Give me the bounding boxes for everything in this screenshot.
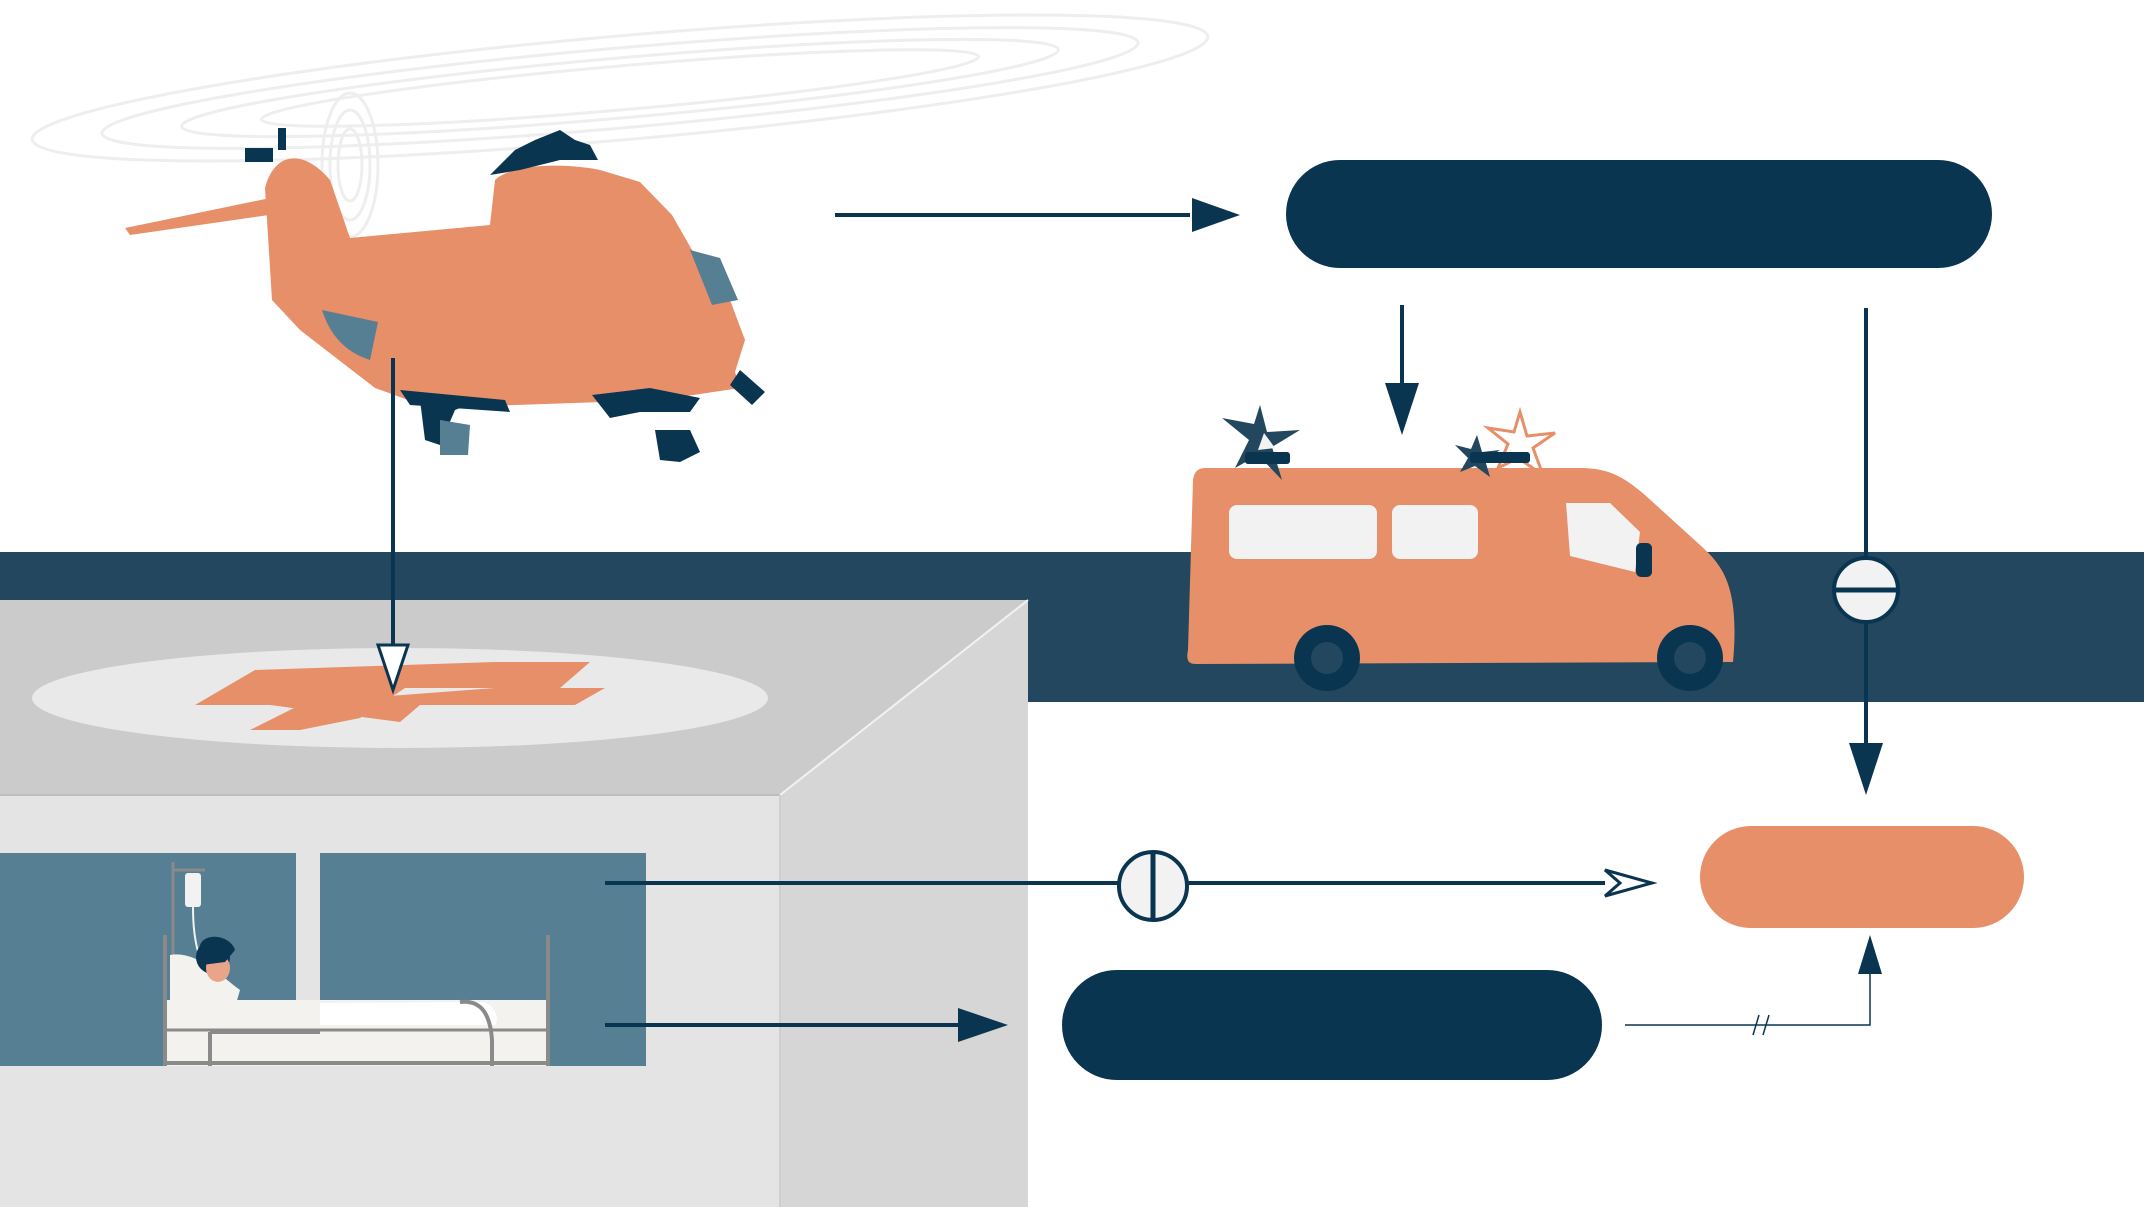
building-side-wall (780, 600, 1028, 1207)
siren-light-icon-2 (1455, 406, 1556, 479)
horizontal-bar-circle-marker (1832, 556, 1900, 624)
edge-room-to-target (605, 868, 1658, 898)
ambulance-window-1 (1229, 505, 1377, 559)
helicopter-icon (30, 13, 1210, 462)
edge-top-node-to-target (1849, 308, 1883, 795)
edge-bottom-node-to-target (1625, 935, 1882, 1036)
double-slash-marker (1752, 1014, 1760, 1036)
hospital-bed-patient-icon (163, 935, 550, 1066)
siren-light-icon (1222, 405, 1300, 480)
node-right-target[interactable] (1700, 826, 2024, 928)
ambulance-icon (1187, 405, 1735, 691)
node-bottom-center[interactable] (1062, 970, 1602, 1080)
edge-helicopter-to-helipad (375, 358, 411, 695)
helipad-cross-icon (195, 662, 605, 730)
ambulance-window-3 (1566, 503, 1640, 572)
rotor-blur (30, 13, 1210, 239)
edge-top-node-to-ambulance (1385, 305, 1419, 435)
edge-room-to-bottom-node (605, 1008, 1008, 1042)
hospital-room (0, 853, 646, 1066)
vertical-bar-circle-marker (1117, 850, 1189, 922)
ambulance-window-2 (1392, 505, 1478, 559)
node-top-right[interactable] (1286, 160, 1992, 268)
edges (375, 198, 1883, 1042)
helipad (32, 648, 768, 748)
edge-helicopter-to-top-node (835, 198, 1240, 232)
